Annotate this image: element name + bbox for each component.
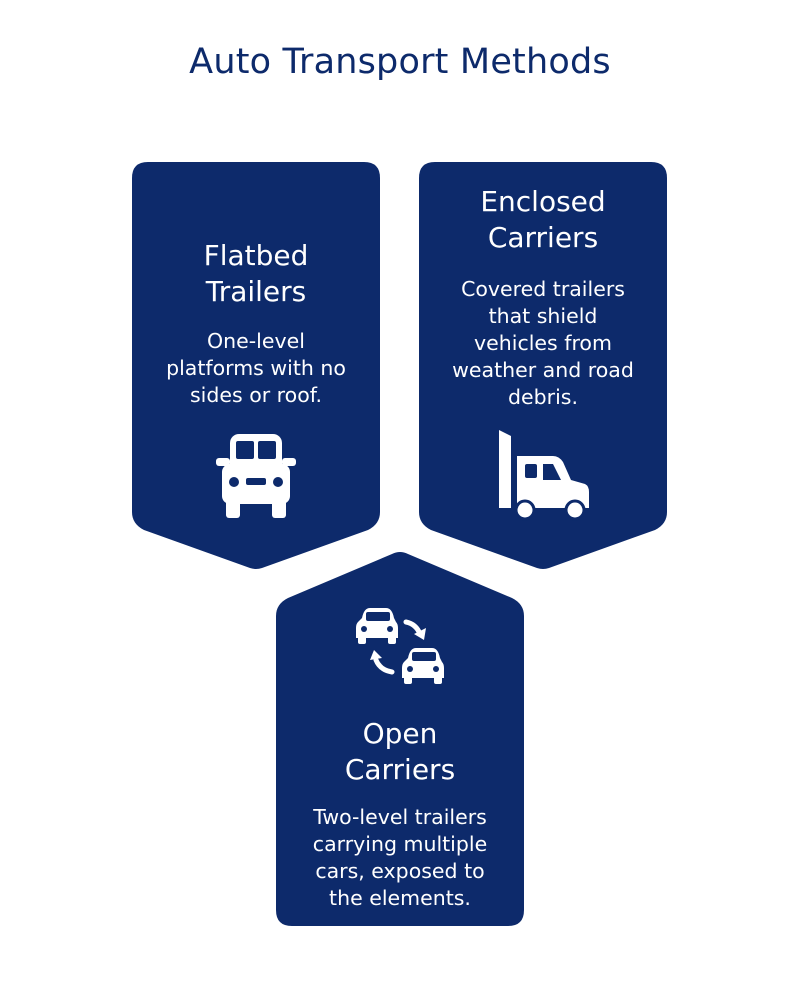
card-description-line: sides or roof. bbox=[190, 383, 322, 407]
card-description-line: Covered trailers bbox=[461, 277, 625, 301]
card-shape bbox=[419, 162, 667, 569]
card-title: Flatbed Trailers bbox=[132, 238, 380, 310]
card-description-line: platforms with no bbox=[166, 356, 346, 380]
card-flatbed-trailers: Flatbed Trailers One-level platforms wit… bbox=[132, 162, 380, 574]
card-description-line: carrying multiple bbox=[312, 832, 488, 856]
card-title: Open Carriers bbox=[276, 716, 524, 788]
card-description: One-level platforms with no sides or roo… bbox=[132, 328, 380, 409]
card-description-line: debris. bbox=[508, 385, 578, 409]
card-title-line: Open bbox=[362, 717, 438, 750]
card-title-line: Carriers bbox=[487, 221, 599, 254]
semi-truck-icon bbox=[499, 430, 589, 521]
card-description: Two-level trailers carrying multiple car… bbox=[276, 804, 524, 912]
card-shape bbox=[276, 552, 524, 926]
card-title-line: Enclosed bbox=[480, 185, 606, 218]
card-enclosed-carriers: Enclosed Carriers Covered trailers that … bbox=[419, 162, 667, 574]
card-description-line: vehicles from bbox=[474, 331, 612, 355]
card-shape bbox=[132, 162, 380, 569]
card-title-line: Carriers bbox=[344, 753, 456, 786]
card-title: Enclosed Carriers bbox=[419, 184, 667, 256]
card-title-line: Flatbed bbox=[203, 239, 309, 272]
card-title-line: Trailers bbox=[205, 275, 307, 308]
card-description-line: weather and road bbox=[452, 358, 634, 382]
cars-exchange-icon bbox=[356, 608, 444, 684]
card-open-carriers: Open Carriers Two-level trailers carryin… bbox=[276, 552, 524, 926]
card-description-line: cars, exposed to bbox=[315, 859, 485, 883]
page-title: Auto Transport Methods bbox=[189, 42, 611, 82]
card-description-line: One-level bbox=[207, 329, 305, 353]
card-description: Covered trailers that shield vehicles fr… bbox=[419, 276, 667, 411]
truck-front-icon bbox=[216, 434, 296, 518]
card-description-line: Two-level trailers bbox=[313, 805, 487, 829]
card-description-line: that shield bbox=[488, 304, 598, 328]
card-description-line: the elements. bbox=[329, 886, 471, 910]
